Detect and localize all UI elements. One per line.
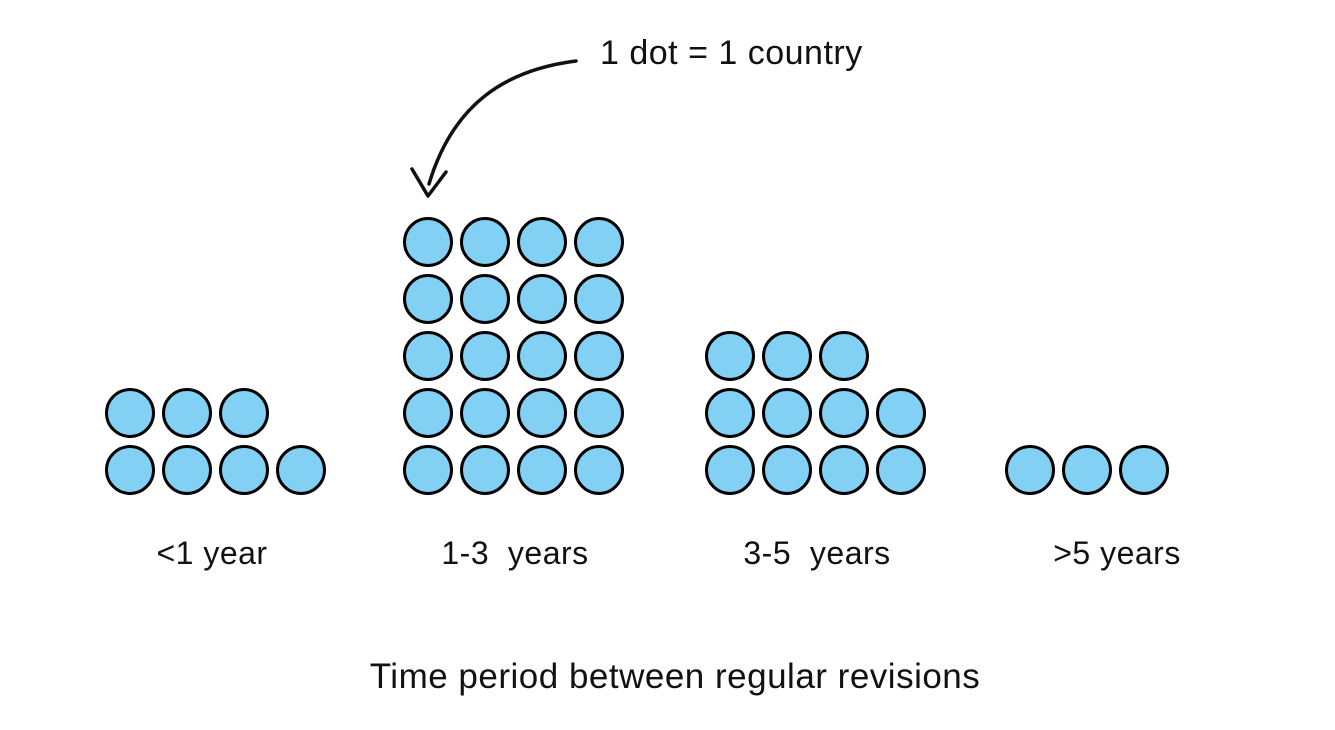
- dot-row: [403, 388, 624, 438]
- dot-row: [403, 445, 624, 495]
- dot: [819, 331, 869, 381]
- dot-row: [403, 217, 624, 267]
- dot: [819, 445, 869, 495]
- dot: [403, 388, 453, 438]
- dot-row: [403, 331, 624, 381]
- category-label: 3-5 years: [743, 535, 891, 571]
- dot: [517, 217, 567, 267]
- dot-group-2: [403, 217, 624, 495]
- dot: [574, 331, 624, 381]
- dot: [1119, 445, 1169, 495]
- dot: [460, 388, 510, 438]
- dot: [1062, 445, 1112, 495]
- dot: [574, 388, 624, 438]
- dot: [460, 274, 510, 324]
- dot: [460, 331, 510, 381]
- dot: [517, 388, 567, 438]
- chart-title: Time period between regular revisions: [369, 657, 981, 696]
- dot: [517, 274, 567, 324]
- dot: [517, 445, 567, 495]
- dot: [762, 388, 812, 438]
- dot: [819, 388, 869, 438]
- dot: [219, 388, 269, 438]
- dot: [105, 388, 155, 438]
- dot: [574, 217, 624, 267]
- dot: [403, 445, 453, 495]
- category-label: >5 years: [1053, 535, 1181, 571]
- dot: [460, 445, 510, 495]
- dot-row: [105, 445, 326, 495]
- dot: [105, 445, 155, 495]
- dot: [705, 388, 755, 438]
- dot-row: [403, 274, 624, 324]
- dot: [876, 388, 926, 438]
- dot: [705, 445, 755, 495]
- dot: [403, 217, 453, 267]
- dot: [219, 445, 269, 495]
- dot: [460, 217, 510, 267]
- dot-row: [105, 388, 269, 438]
- dot-row: [705, 388, 926, 438]
- dot: [403, 274, 453, 324]
- dot: [162, 445, 212, 495]
- dot: [403, 331, 453, 381]
- dot-group-3: [705, 331, 926, 495]
- dot-row: [705, 331, 869, 381]
- dot: [762, 331, 812, 381]
- category-label: <1 year: [156, 535, 268, 571]
- dot: [517, 331, 567, 381]
- legend-annotation: 1 dot = 1 country: [600, 34, 863, 72]
- dot: [705, 331, 755, 381]
- dot-row: [705, 445, 926, 495]
- dot: [574, 274, 624, 324]
- dot-group-1: [105, 388, 326, 495]
- category-label: 1-3 years: [441, 535, 589, 571]
- dot: [876, 445, 926, 495]
- dot: [276, 445, 326, 495]
- dot-group-4: [1005, 445, 1169, 495]
- dot-row: [1005, 445, 1169, 495]
- dot: [762, 445, 812, 495]
- dot: [162, 388, 212, 438]
- dot: [574, 445, 624, 495]
- dot: [1005, 445, 1055, 495]
